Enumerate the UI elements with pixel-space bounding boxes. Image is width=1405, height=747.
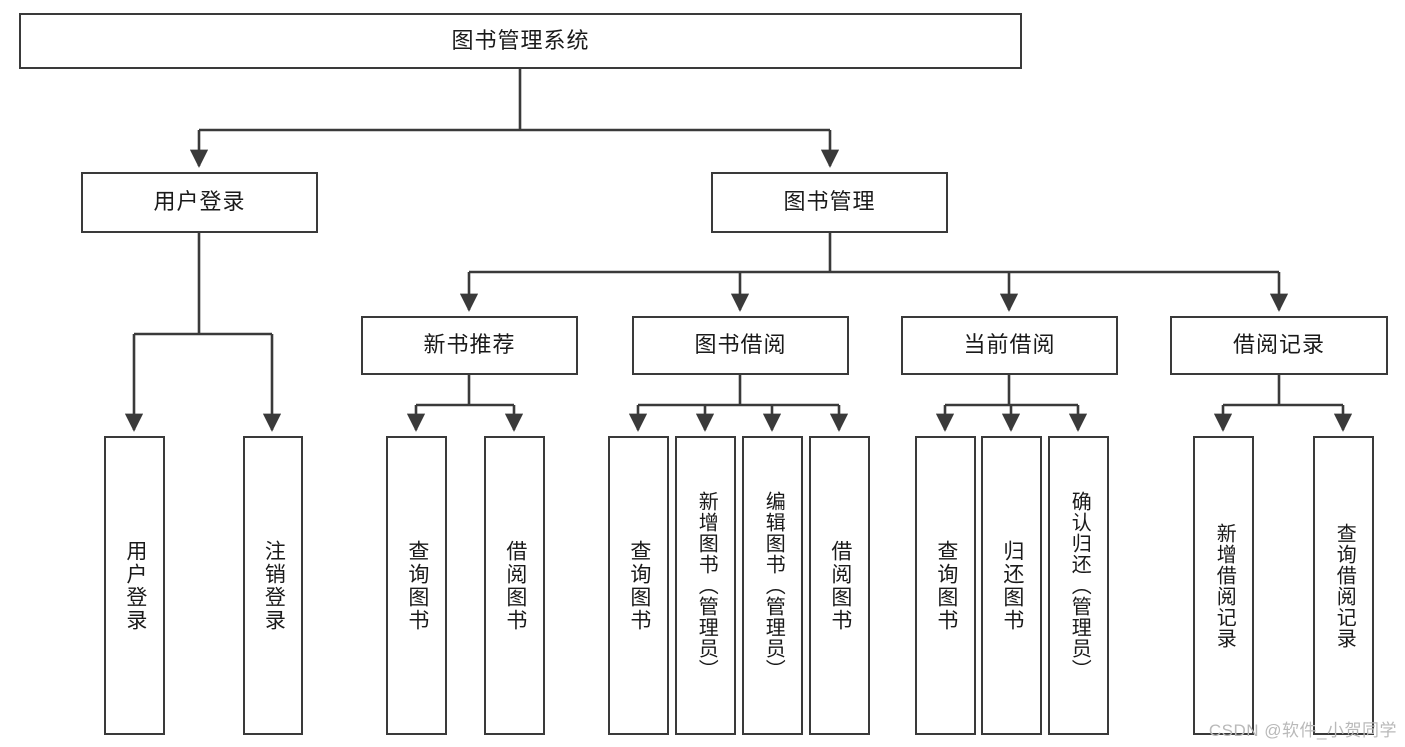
- node-leaf-query-book-2-label: 查询图书: [627, 539, 651, 632]
- node-user-login[interactable]: 用户登录: [81, 172, 318, 233]
- node-leaf-query-book-2[interactable]: 查询图书: [608, 436, 669, 735]
- node-leaf-borrow-book-1-label: 借阅图书: [503, 539, 527, 632]
- node-leaf-borrow-book-2[interactable]: 借阅图书: [809, 436, 870, 735]
- node-new-book-recommend[interactable]: 新书推荐: [361, 316, 578, 375]
- node-leaf-query-book-3[interactable]: 查询图书: [915, 436, 976, 735]
- node-book-borrow[interactable]: 图书借阅: [632, 316, 849, 375]
- node-leaf-return-book[interactable]: 归还图书: [981, 436, 1042, 735]
- node-book-borrow-label: 图书借阅: [694, 332, 787, 358]
- node-leaf-query-book-3-label: 查询图书: [934, 539, 958, 632]
- node-leaf-query-record-label: 查询借阅记录: [1333, 522, 1356, 649]
- node-book-manage-label: 图书管理: [783, 189, 876, 215]
- node-leaf-edit-book-label: 编辑图书（管理员）: [762, 491, 785, 680]
- watermark-text: CSDN @软件_小贺同学: [1208, 721, 1397, 740]
- node-leaf-logout-login[interactable]: 注销登录: [243, 436, 303, 735]
- node-leaf-borrow-book-1[interactable]: 借阅图书: [484, 436, 545, 735]
- node-current-borrow[interactable]: 当前借阅: [901, 316, 1118, 375]
- node-leaf-query-book-1[interactable]: 查询图书: [386, 436, 447, 735]
- node-new-book-recommend-label: 新书推荐: [423, 332, 516, 358]
- node-borrow-record[interactable]: 借阅记录: [1170, 316, 1388, 375]
- node-leaf-add-book-label: 新增图书（管理员）: [695, 491, 718, 680]
- node-leaf-query-record[interactable]: 查询借阅记录: [1313, 436, 1374, 735]
- node-leaf-confirm-return-label: 确认归还（管理员）: [1068, 491, 1091, 680]
- node-borrow-record-label: 借阅记录: [1232, 332, 1325, 358]
- node-leaf-edit-book[interactable]: 编辑图书（管理员）: [742, 436, 803, 735]
- node-leaf-query-book-1-label: 查询图书: [405, 539, 429, 632]
- node-leaf-confirm-return[interactable]: 确认归还（管理员）: [1048, 436, 1109, 735]
- node-root[interactable]: 图书管理系统: [19, 13, 1022, 69]
- node-book-manage[interactable]: 图书管理: [711, 172, 948, 233]
- node-leaf-add-book[interactable]: 新增图书（管理员）: [675, 436, 736, 735]
- node-leaf-add-record[interactable]: 新增借阅记录: [1193, 436, 1254, 735]
- node-leaf-return-book-label: 归还图书: [1000, 539, 1024, 632]
- node-current-borrow-label: 当前借阅: [963, 332, 1056, 358]
- node-leaf-add-record-label: 新增借阅记录: [1213, 522, 1236, 649]
- node-root-label: 图书管理系统: [451, 27, 590, 53]
- node-leaf-user-login[interactable]: 用户登录: [104, 436, 165, 735]
- node-leaf-logout-login-label: 注销登录: [262, 539, 286, 632]
- node-leaf-borrow-book-2-label: 借阅图书: [828, 539, 852, 632]
- node-user-login-label: 用户登录: [153, 189, 246, 215]
- node-leaf-user-login-label: 用户登录: [123, 539, 147, 632]
